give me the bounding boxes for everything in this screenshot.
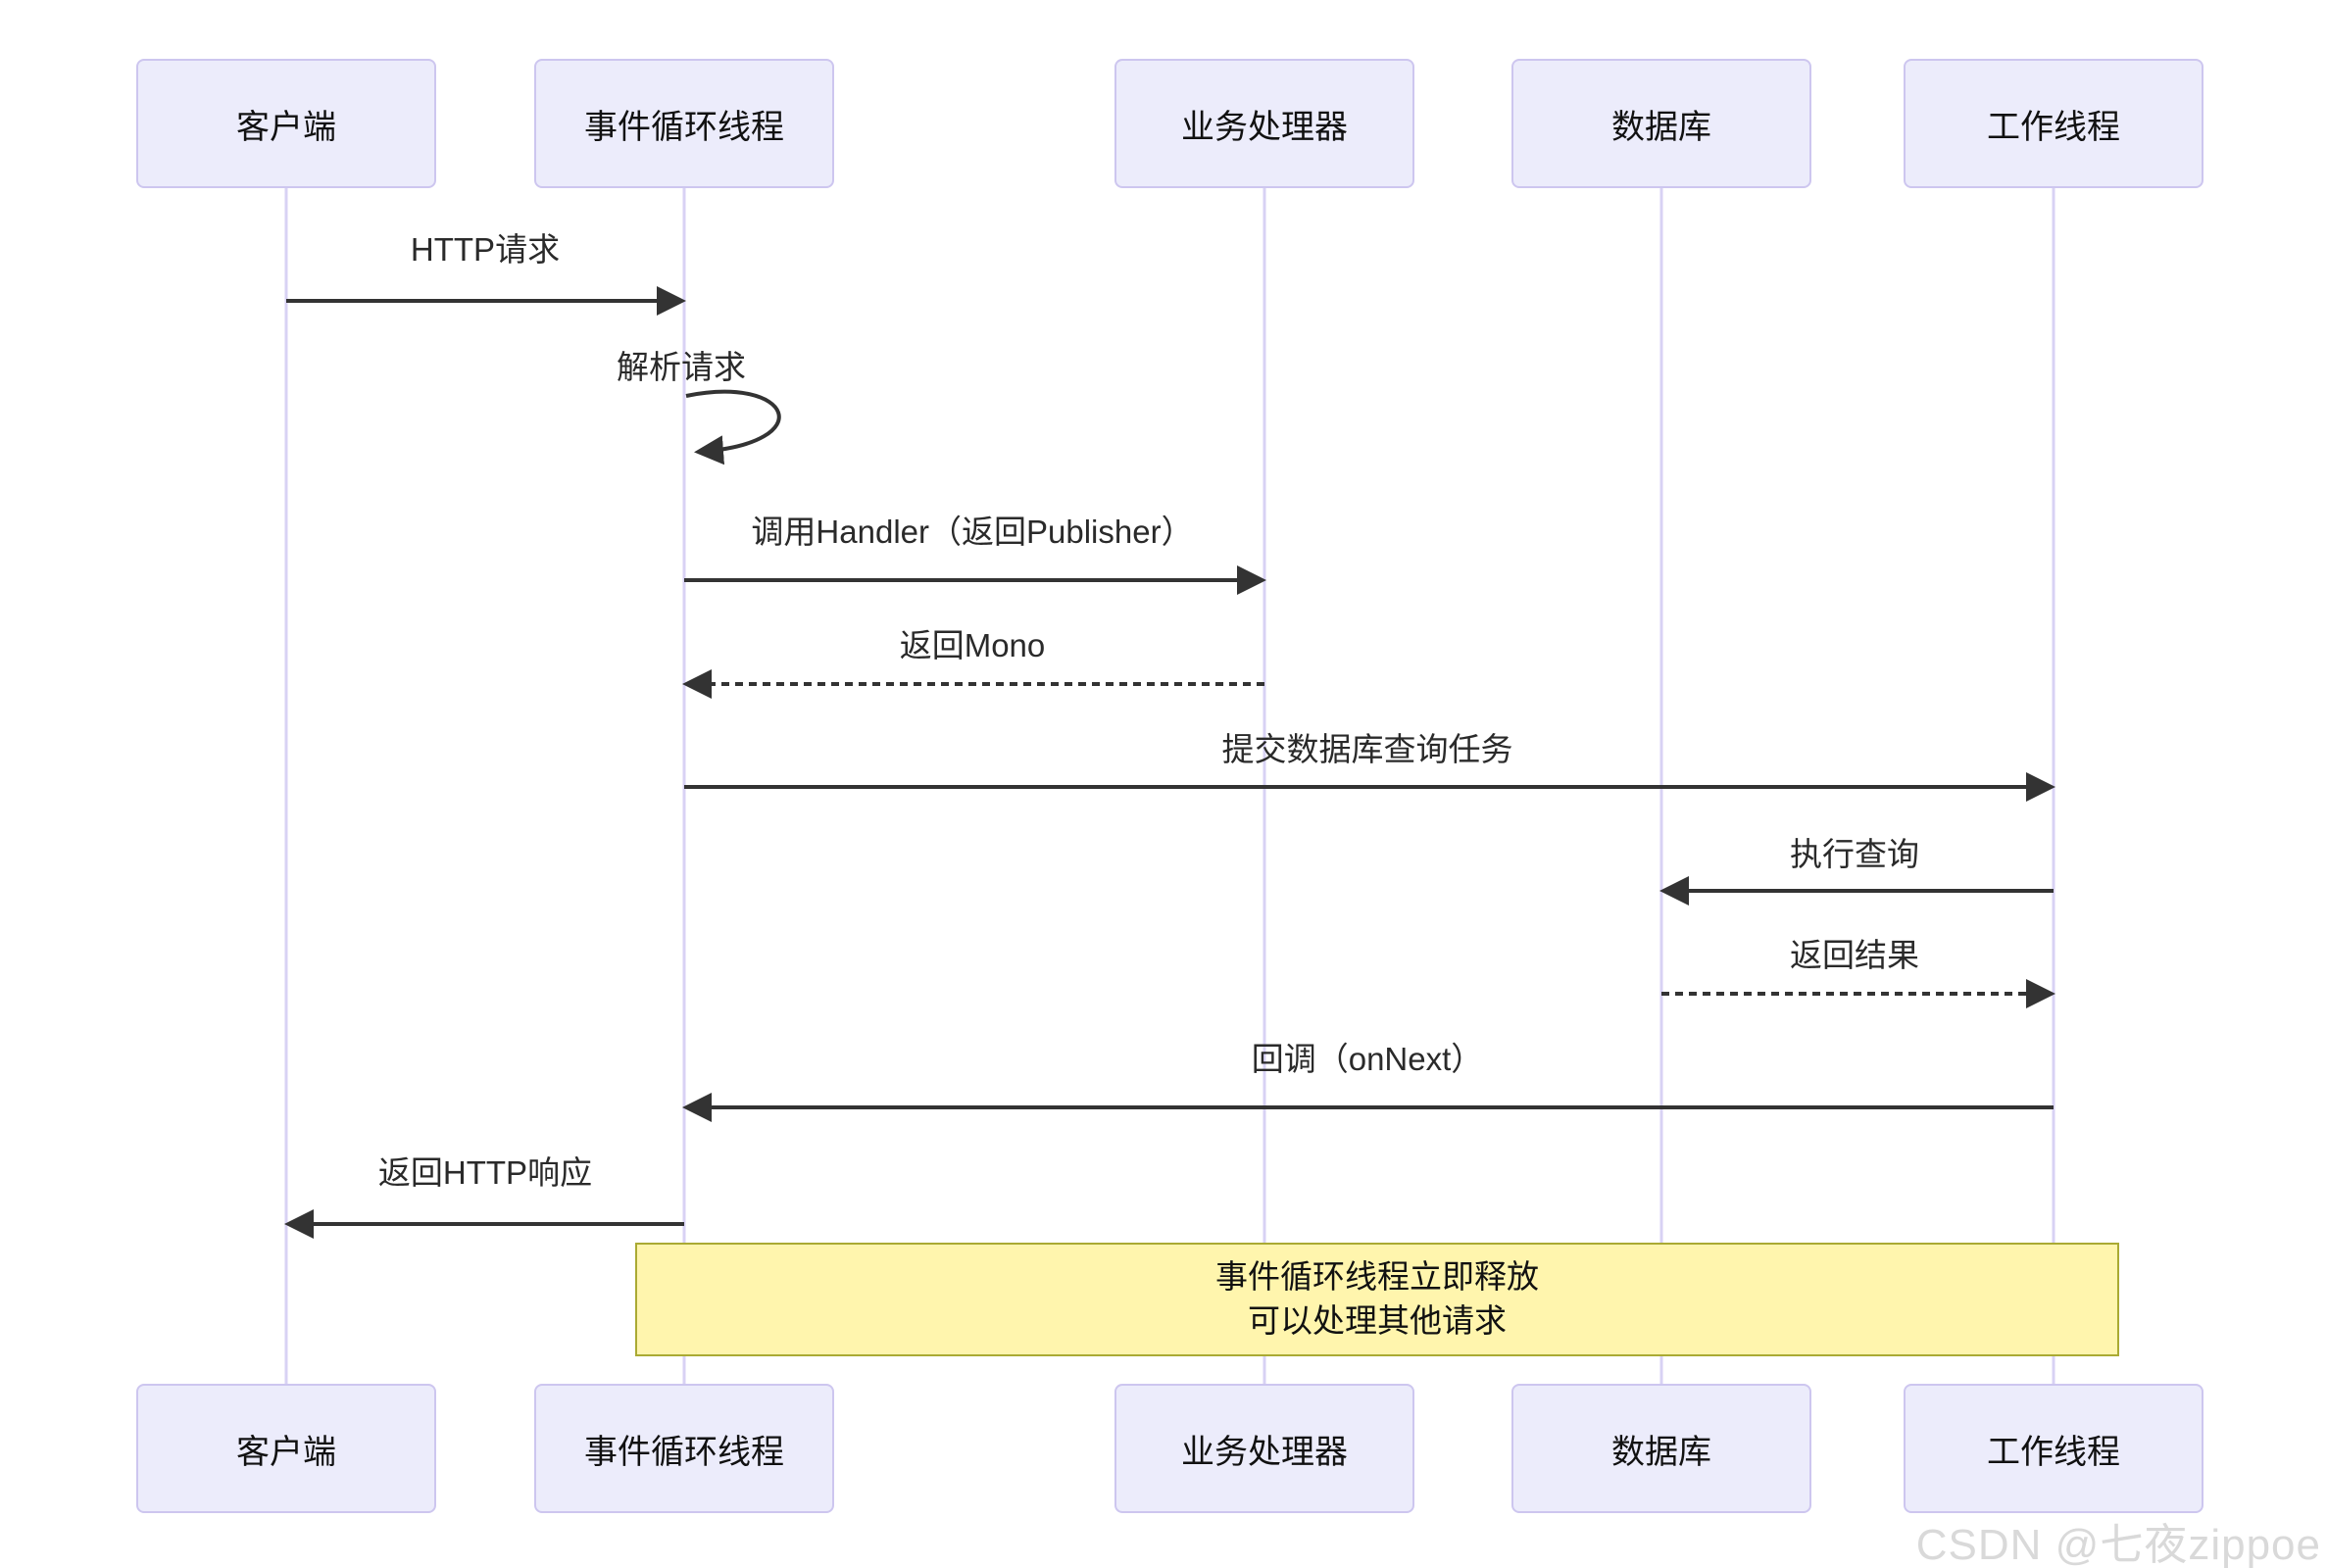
actor-top-client: 客户端 xyxy=(136,59,436,188)
actor-bottom-database: 数据库 xyxy=(1511,1384,1811,1513)
message-label-return-result: 返回结果 xyxy=(1790,937,1919,973)
actor-bottom-business-handler: 业务处理器 xyxy=(1114,1384,1414,1513)
message-label-submit-db-task: 提交数据库查询任务 xyxy=(1221,731,1513,767)
message-label-parse-request: 解析请求 xyxy=(617,349,746,385)
arrow-parse-request-self-loop xyxy=(685,389,781,466)
actor-top-database: 数据库 xyxy=(1511,59,1811,188)
actor-top-event-loop-thread: 事件循环线程 xyxy=(534,59,834,188)
actor-bottom-event-loop-thread: 事件循环线程 xyxy=(534,1384,834,1513)
actor-top-business-handler: 业务处理器 xyxy=(1114,59,1414,188)
message-label-return-mono: 返回Mono xyxy=(899,627,1046,663)
actor-top-worker-thread: 工作线程 xyxy=(1904,59,2203,188)
actor-bottom-client: 客户端 xyxy=(136,1384,436,1513)
message-label-call-handler: 调用Handler（返回Publisher） xyxy=(751,514,1194,550)
note-line-1: 事件循环线程立即释放 xyxy=(1215,1258,1539,1296)
note-line-2: 可以处理其他请求 xyxy=(1248,1302,1507,1339)
actor-bottom-worker-thread: 工作线程 xyxy=(1904,1384,2203,1513)
message-label-http-request: HTTP请求 xyxy=(410,231,561,268)
csdn-watermark: CSDN @七夜zippoe xyxy=(1915,1521,2321,1568)
message-label-return-http-response: 返回HTTP响应 xyxy=(377,1154,593,1191)
message-label-execute-query: 执行查询 xyxy=(1790,836,1919,872)
note-event-loop-released: 事件循环线程立即释放 可以处理其他请求 xyxy=(635,1243,2119,1356)
message-label-callback-onnext: 回调（onNext） xyxy=(1251,1041,1484,1077)
